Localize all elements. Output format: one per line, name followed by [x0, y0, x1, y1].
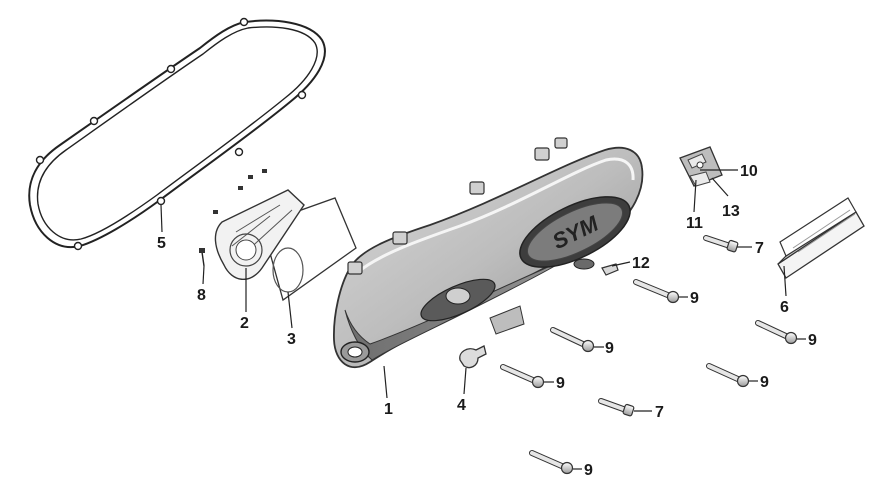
bolts [500, 235, 798, 475]
bolt-9f [529, 450, 574, 475]
callout-1: 1 [384, 401, 393, 418]
callout-5: 5 [157, 235, 166, 252]
bolt-9d [755, 320, 798, 345]
callout-3: 3 [287, 331, 296, 348]
callout-12: 12 [632, 255, 650, 272]
screw-part-8 [199, 248, 205, 267]
callout-10: 10 [740, 163, 758, 180]
callout-7-upper: 7 [755, 240, 764, 257]
callout-6: 6 [780, 299, 789, 316]
bolt-9e [706, 363, 750, 388]
bolt-7b [598, 398, 635, 417]
callout-2: 2 [240, 315, 249, 332]
callout-8: 8 [197, 287, 206, 304]
callout-9-e: 9 [760, 374, 769, 391]
callout-11: 11 [686, 215, 703, 232]
bolt-7a [703, 235, 739, 253]
bolt-9b [550, 327, 595, 353]
gasket-plate-part-2 [214, 189, 305, 280]
callout-9-c: 9 [556, 375, 565, 392]
callout-7-lower: 7 [655, 404, 664, 421]
gasket-part-5 [28, 17, 326, 251]
plate-screws [213, 169, 267, 214]
transmission-cover-part-1: SYM [333, 137, 644, 368]
callout-13: 13 [722, 203, 740, 220]
callout-9-f: 9 [584, 462, 593, 479]
clamp-part-4 [459, 345, 487, 369]
leader-lines [160, 169, 806, 470]
callout-9-b: 9 [605, 340, 614, 357]
callout-9-d: 9 [808, 332, 817, 349]
bracket-part-6 [777, 197, 865, 279]
callout-4: 4 [457, 397, 466, 414]
bolt-9a [633, 279, 680, 304]
callout-9-a: 9 [690, 290, 699, 307]
clip-part-12 [601, 263, 619, 276]
bolt-9c [500, 364, 545, 389]
callouts: 1 2 3 4 5 6 7 7 8 9 9 9 9 9 9 10 11 12 1… [157, 163, 817, 479]
bracket-part-10-11-13 [679, 146, 723, 187]
